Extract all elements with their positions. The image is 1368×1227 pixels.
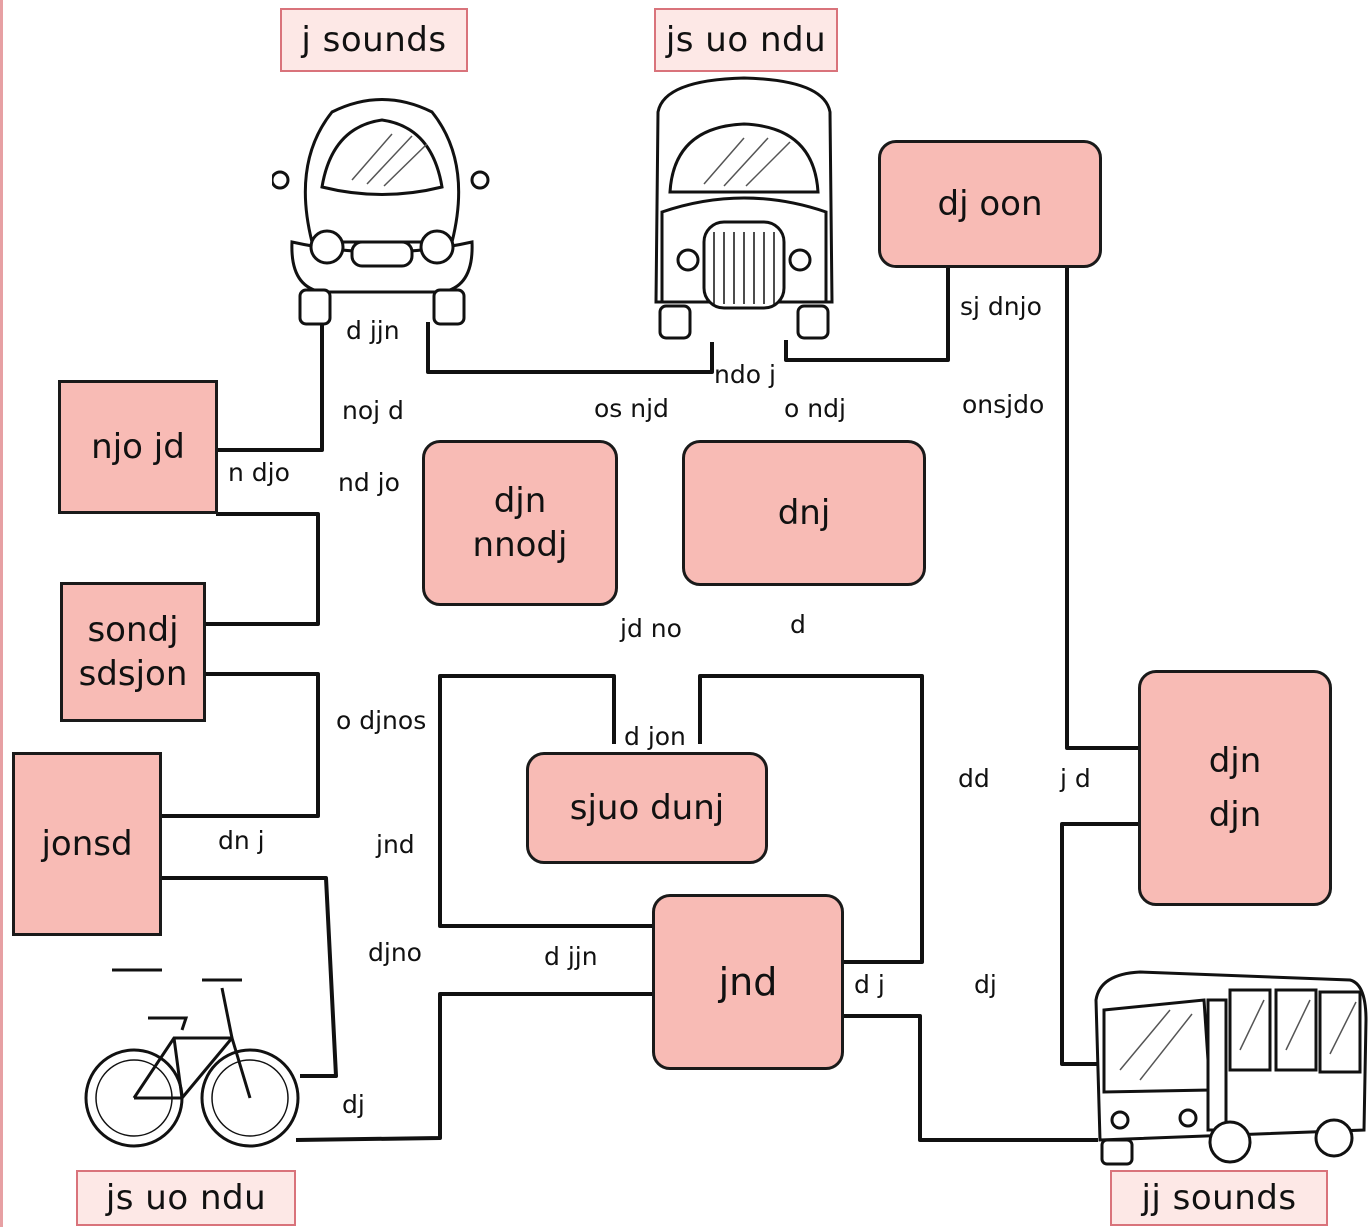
- word-17: jnd: [376, 830, 415, 859]
- word-22: dj: [342, 1090, 365, 1119]
- path-right-bus: [1060, 822, 1140, 1066]
- box-top-right-text: dj oon: [937, 184, 1043, 224]
- box-left-3-text: jonsd: [41, 824, 133, 864]
- word-4: noj d: [342, 396, 404, 425]
- word-11: d: [790, 610, 806, 639]
- box-mid-2-text: dnj: [777, 493, 831, 533]
- word-2: ndo j: [714, 360, 776, 389]
- box-left-2-line2: sdsjon: [78, 654, 188, 694]
- box-mid-1-line2: nnodj: [472, 525, 568, 565]
- path-left-b: [160, 672, 320, 818]
- path-truck-box: [784, 268, 950, 362]
- word-7: onsjdo: [962, 390, 1045, 419]
- path-car-truck: [426, 322, 714, 374]
- box-center-text: sjuo dunj: [569, 788, 725, 828]
- word-21: dj: [974, 970, 997, 999]
- box-bottom: jnd: [652, 894, 844, 1070]
- word-20: d j: [854, 970, 885, 999]
- box-center: sjuo dunj: [526, 752, 768, 864]
- path-bottom-bus: [842, 1014, 1098, 1142]
- word-18: djno: [368, 938, 422, 967]
- box-mid-1-line1: djn: [493, 481, 547, 521]
- page-edge: [0, 0, 3, 1227]
- box-left-2: sondj sdsjon: [60, 582, 206, 722]
- path-center-b: [698, 674, 924, 964]
- box-top-right: dj oon: [878, 140, 1102, 268]
- truck-icon: [654, 76, 834, 340]
- box-right-line1: djn: [1208, 741, 1262, 781]
- box-mid-2: dnj: [682, 440, 926, 586]
- box-left-1-text: njo jd: [91, 427, 185, 467]
- box-right: djn djn: [1138, 670, 1332, 906]
- car-label: j sounds: [280, 8, 468, 72]
- bus-icon: [1094, 970, 1368, 1166]
- word-10: jd no: [620, 614, 682, 643]
- box-mid-1: djn nnodj: [422, 440, 618, 606]
- word-15: j d: [1060, 764, 1091, 793]
- path-left-a: [206, 512, 320, 626]
- word-13: d jon: [624, 722, 686, 751]
- box-right-line2: djn: [1208, 795, 1262, 835]
- bike-label: js uo ndu: [76, 1170, 296, 1226]
- path-center-a: [438, 674, 654, 928]
- word-5: os njd: [594, 394, 669, 423]
- car-icon: [272, 98, 490, 326]
- path-bike-bottom: [295, 992, 654, 1142]
- path-car-left: [216, 322, 324, 452]
- word-8: n djo: [228, 458, 290, 487]
- box-left-2-line1: sondj: [87, 610, 179, 650]
- bus-label: jj sounds: [1110, 1170, 1328, 1226]
- word-19: d jjn: [544, 942, 598, 971]
- word-1: d jjn: [346, 316, 400, 345]
- word-9: nd jo: [338, 468, 400, 497]
- bicycle-icon: [84, 968, 300, 1148]
- box-left-1: njo jd: [58, 380, 218, 514]
- word-3: sj dnjo: [960, 292, 1042, 321]
- word-12: o djnos: [336, 706, 427, 735]
- word-16: dn j: [218, 826, 265, 855]
- path-left-c: [160, 876, 338, 1078]
- box-bottom-text: jnd: [718, 960, 778, 1004]
- path-right-down: [1065, 268, 1140, 750]
- truck-label: js uo ndu: [654, 8, 838, 72]
- word-14: dd: [958, 764, 990, 793]
- box-left-3: jonsd: [12, 752, 162, 936]
- word-6: o ndj: [784, 394, 846, 423]
